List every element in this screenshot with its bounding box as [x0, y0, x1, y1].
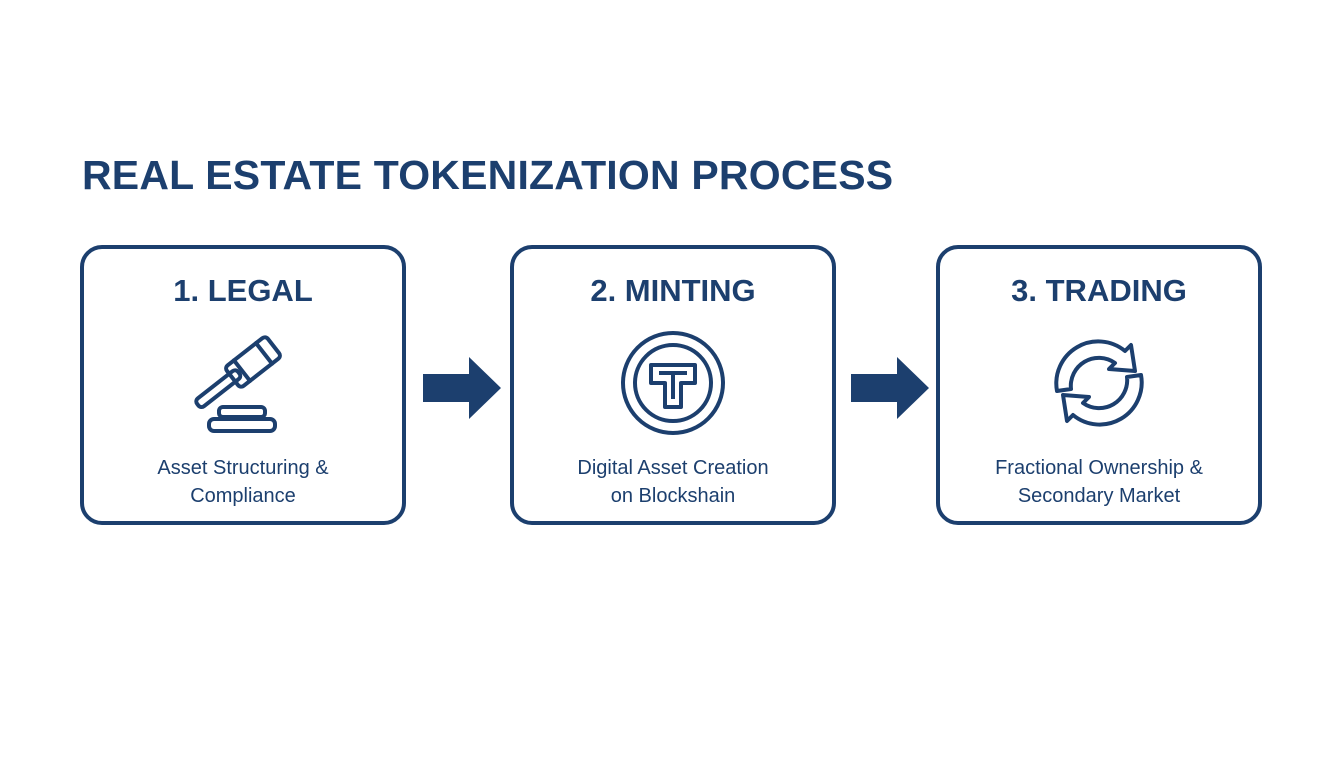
step-title: 2. MINTING — [590, 273, 756, 308]
step-title: 1. LEGAL — [173, 273, 313, 308]
step-description-line: on Blockshain — [610, 485, 736, 507]
step-card-minting: 2. MINTING Digital Asset Creation on Blo… — [510, 245, 836, 525]
page-title: REAL ESTATE TOKENIZATION PROCESS — [82, 152, 894, 198]
step-description-line: Secondary Market — [1017, 485, 1181, 507]
step-title: 3. TRADING — [1011, 273, 1187, 308]
step-description: Asset Structuring & Compliance — [94, 454, 392, 510]
step-description-line: Compliance — [190, 485, 296, 507]
step-description: Fractional Ownership & Secondary Market — [950, 454, 1248, 510]
step-description-line: Fractional Ownership & — [995, 457, 1203, 479]
step-card-legal: 1. LEGAL Asset Structuring & Compliance — [80, 245, 406, 525]
gavel-icon — [183, 327, 303, 439]
step-description: Digital Asset Creation on Blockshain — [524, 454, 822, 510]
step-description-line: Asset Structuring & — [157, 457, 329, 479]
token-coin-icon — [613, 327, 733, 439]
step-card-trading: 3. TRADING Fractional Ownership & Second… — [936, 245, 1262, 525]
arrow-right-icon — [851, 357, 929, 419]
arrow-right-icon — [423, 357, 501, 419]
exchange-arrows-icon — [1039, 327, 1159, 439]
step-description-line: Digital Asset Creation — [577, 457, 769, 479]
